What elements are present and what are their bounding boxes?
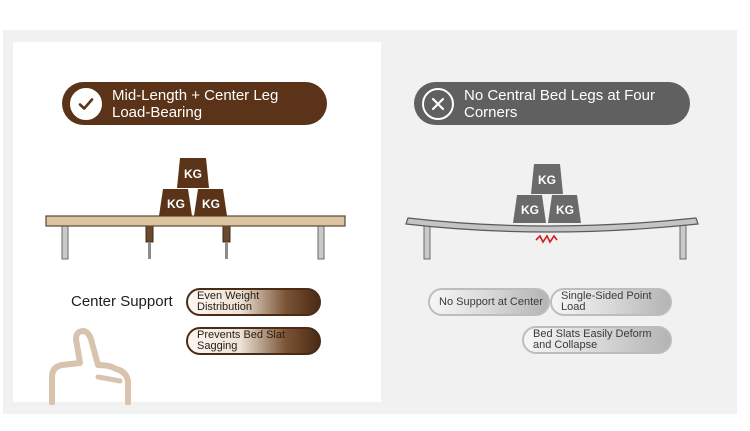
right-tag-1: No Support at Center [428,288,550,316]
weight-label: KG [521,203,539,217]
left-tag-1: Even Weight Distribution [186,288,321,316]
left-header-pill: Mid-Length + Center Leg Load-Bearing [62,82,327,125]
center-support-label: Center Support [71,293,173,310]
left-corner-leg [61,225,69,260]
right-bed-diagram: KG KG KG [405,164,699,260]
left-bed-diagram: KG KG KG [45,158,346,260]
weight-block [159,189,192,216]
bed-slat [45,215,346,227]
weight-block [531,164,563,194]
sagging-bed-slat [405,217,699,233]
left-tag-2: Prevents Bed Slat Sagging [186,327,321,355]
right-tag-2: Single-Sided Point Load [550,288,672,316]
right-header-pill: No Central Bed Legs at Four Corners [414,82,690,125]
weight-block [513,195,546,223]
weight-label: KG [556,203,574,217]
stress-crack-icon [535,234,558,244]
weight-label: KG [167,197,185,211]
weight-label: KG [538,173,556,187]
weight-label: KG [202,197,220,211]
right-corner-leg [679,222,687,260]
left-header-title: Mid-Length + Center Leg Load-Bearing [112,86,279,121]
x-mark-icon [422,87,454,120]
checkmark-icon [70,87,102,120]
weight-block [177,158,209,188]
weight-label: KG [184,167,202,181]
center-leg-post [148,242,151,259]
right-header-title: No Central Bed Legs at Four Corners [464,86,655,121]
weight-block [548,195,581,223]
thumbs-up-icon [49,328,131,405]
right-corner-leg [317,225,325,260]
center-leg-post [225,242,228,259]
center-leg [222,225,231,243]
left-corner-leg [423,222,431,260]
right-tag-3: Bed Slats Easily Deform and Collapse [522,326,672,354]
center-leg [145,225,154,243]
weight-block [194,189,227,216]
